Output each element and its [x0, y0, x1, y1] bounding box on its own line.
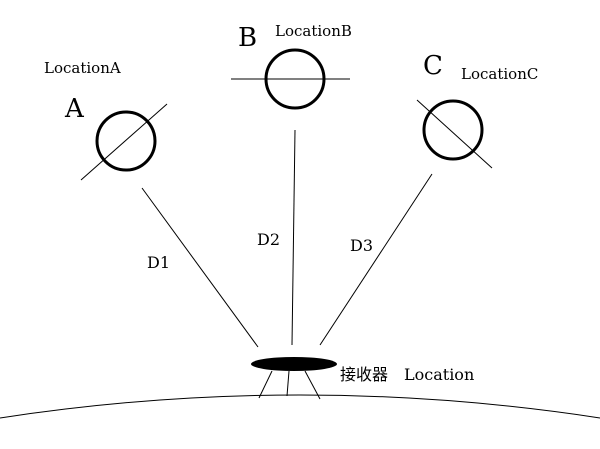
- satellite-b-body: [264, 48, 326, 110]
- receiver-name: 接收器: [340, 365, 388, 384]
- satellite-c-letter: C: [423, 51, 443, 81]
- earth-surface: [0, 394, 600, 419]
- satellite-c-body: [422, 99, 484, 161]
- distance-label-d2: D2: [257, 230, 280, 249]
- satellite-a-location-label: LocationA: [44, 59, 121, 77]
- receiver: 接收器 Location: [251, 357, 474, 400]
- receiver-dish: [251, 357, 337, 371]
- distance-line-d3: [319, 173, 433, 346]
- satellite-a-axis: [80, 103, 168, 181]
- distance-label-d1: D1: [147, 253, 170, 272]
- receiver-leg-center: [286, 370, 290, 397]
- receiver-leg-right: [304, 370, 321, 400]
- satellite-a-body: [95, 110, 157, 172]
- satellite-a-letter: A: [64, 94, 85, 124]
- satellite-b-letter: B: [238, 23, 257, 53]
- satellite-c: C LocationC: [416, 51, 538, 169]
- receiver-location-label: Location: [404, 365, 474, 384]
- distance-label-d3: D3: [350, 236, 373, 255]
- satellite-a: A LocationA: [44, 59, 168, 181]
- satellite-c-location-label: LocationC: [461, 65, 538, 83]
- satellite-b-location-label: LocationB: [275, 22, 352, 40]
- receiver-leg-left: [258, 370, 273, 399]
- distance-line-d1: [141, 187, 259, 348]
- satellite-b: B LocationB: [231, 22, 352, 110]
- distance-line-d2: [291, 129, 296, 346]
